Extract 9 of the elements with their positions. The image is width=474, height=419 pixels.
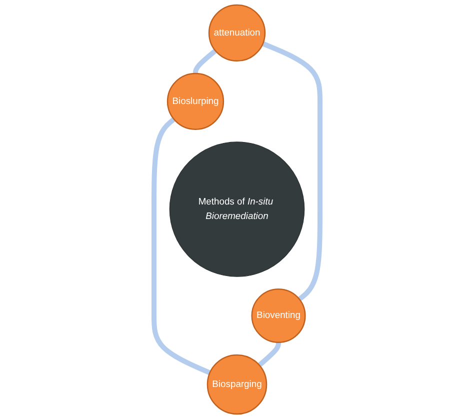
node-circle: Bioslurping: [166, 72, 224, 130]
node-circle: Biosparging: [206, 354, 268, 415]
connector: [258, 340, 282, 368]
node-circle: Bioventing: [251, 288, 306, 344]
node-circle: attenuation: [208, 4, 266, 62]
connector: [262, 41, 323, 302]
connector: [151, 117, 211, 376]
node-circle: Methods of In-situ Bioremediation: [169, 142, 305, 277]
connector: [192, 48, 218, 75]
